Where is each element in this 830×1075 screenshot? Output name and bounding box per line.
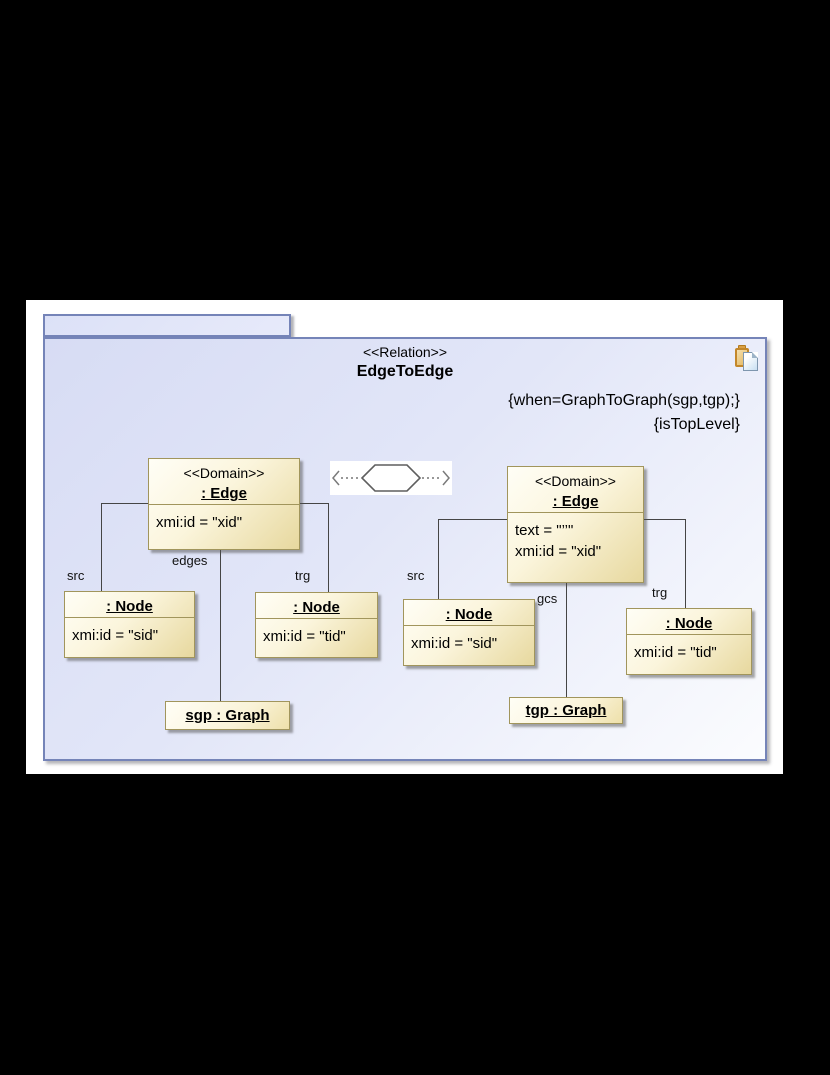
edge-label-trg-left: trg [295,568,311,583]
node-name: : Node [665,615,713,632]
relation-when-clause: {when=GraphToGraph(sgp,tgp);} [508,392,740,409]
tgp-graph-box[interactable]: tgp : Graph [509,697,623,724]
copy-icon [735,345,760,372]
attribute: xmi:id = "tid" [634,644,717,661]
edge-label-src-right: src [407,568,425,583]
connector-right-trg-h [644,519,685,520]
copy-icon-fold [752,352,758,358]
diagram-canvas: <<Relation>> EdgeToEdge {when=GraphToGra… [26,300,783,774]
source-domain-attributes: xmi:id = "xid" [149,504,299,533]
attribute: xmi:id = "xid" [515,543,602,560]
attribute: xmi:id = "xid" [156,514,243,531]
node-name: : Node [445,606,493,623]
target-domain-header: <<Domain>> : Edge [508,467,643,512]
node-attributes: xmi:id = "tid" [256,618,377,647]
connector-left-src-v [101,503,102,591]
node-name: : Node [293,599,340,616]
right-src-node-box[interactable]: : Node xmi:id = "sid" [403,599,535,666]
source-domain-name: : Edge [201,485,247,502]
relation-istoplevel: {isTopLevel} [653,416,740,433]
edge-label-gcs: gcs [537,591,558,606]
connector-left-src-h [101,503,148,504]
node-header: : Node [65,592,194,617]
node-name: : Node [106,598,153,615]
relation-name: EdgeToEdge [356,363,454,380]
edge-label-src-left: src [67,568,85,583]
target-domain-stereotype: <<Domain>> [535,473,616,489]
edge-label-trg-right: trg [652,585,668,600]
connector-right-src-h [438,519,507,520]
node-header: : Node [256,593,377,618]
sgp-graph-box[interactable]: sgp : Graph [165,701,290,730]
attribute: xmi:id = "sid" [72,627,159,644]
left-src-node-box[interactable]: : Node xmi:id = "sid" [64,591,195,658]
node-attributes: xmi:id = "sid" [65,617,194,646]
attribute: xmi:id = "tid" [263,628,346,645]
connector-right-src-v [438,519,439,599]
target-domain-edge-box[interactable]: <<Domain>> : Edge text = "’’" xmi:id = "… [507,466,644,583]
node-attributes: xmi:id = "sid" [404,625,534,654]
edge-label-edges: edges [172,553,208,568]
node-header: : Node [404,600,534,625]
connector-edges-v [220,550,221,701]
connector-left-trg-v [328,503,329,592]
relation-stereotype: <<Relation>> [362,344,448,360]
source-domain-edge-box[interactable]: <<Domain>> : Edge xmi:id = "xid" [148,458,300,550]
connector-right-trg-v [685,519,686,608]
attribute: xmi:id = "sid" [411,635,498,652]
node-header: : Node [627,609,751,634]
connector-gcs-v [566,583,567,697]
target-domain-attributes: text = "’’" xmi:id = "xid" [508,512,643,562]
source-domain-stereotype: <<Domain>> [183,465,265,481]
target-domain-name: : Edge [552,493,599,510]
left-trg-node-box[interactable]: : Node xmi:id = "tid" [255,592,378,658]
source-domain-header: <<Domain>> : Edge [149,459,299,504]
node-attributes: xmi:id = "tid" [627,634,751,663]
connector-left-trg-h [300,503,328,504]
relation-package-tab[interactable] [43,314,291,337]
right-trg-node-box[interactable]: : Node xmi:id = "tid" [626,608,752,675]
hexagon-relation-symbol-icon[interactable] [330,461,452,495]
attribute: text = "’’" [515,522,574,539]
